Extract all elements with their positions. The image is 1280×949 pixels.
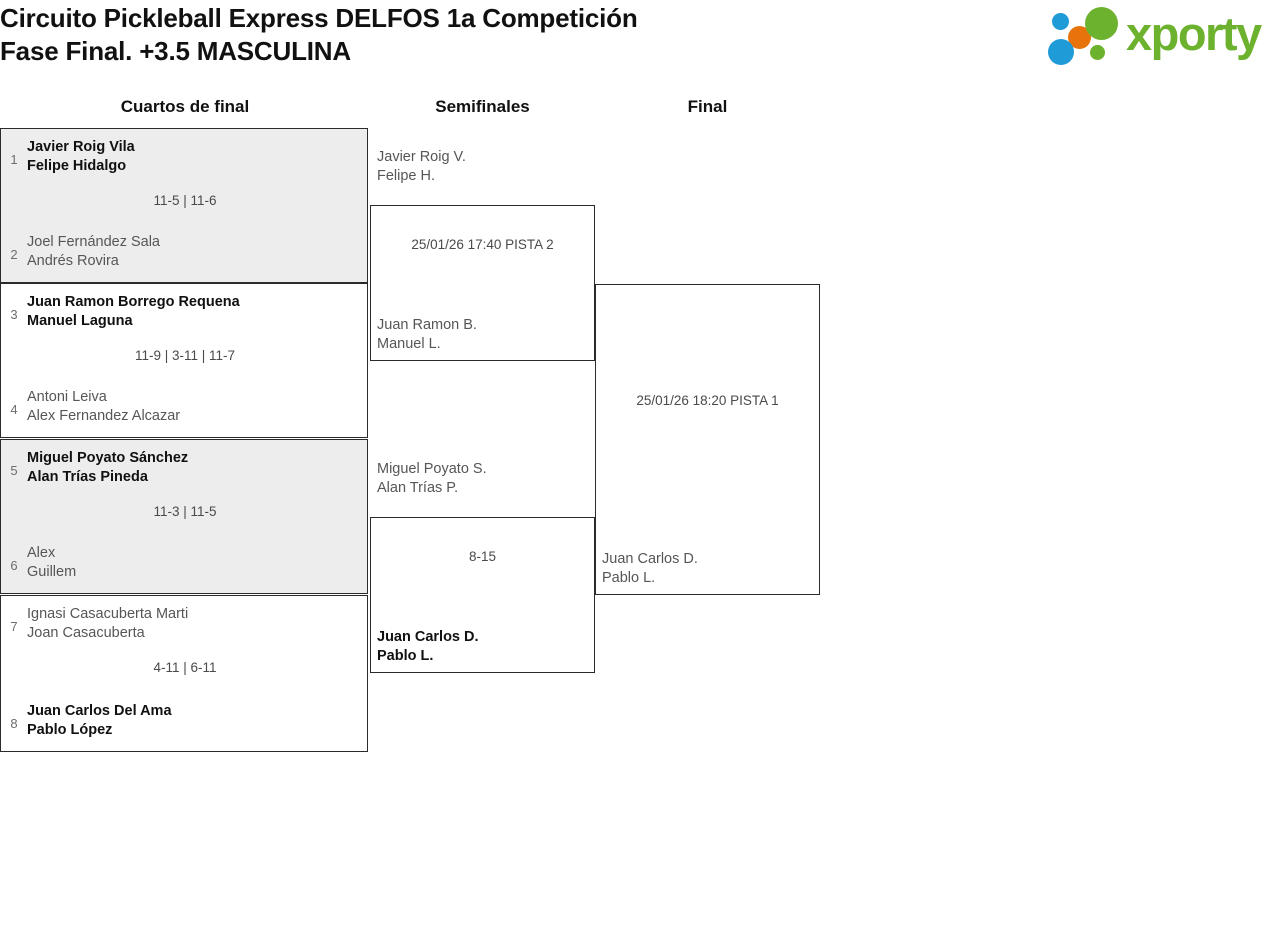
player-name: Juan Ramon Borrego Requena [27, 294, 240, 310]
round-header-quarterfinals: Cuartos de final [120, 97, 250, 116]
match-score: 11-3 | 11-5 [153, 504, 217, 519]
player-name: Guillem [27, 563, 77, 580]
dot-blue-large [1048, 39, 1074, 65]
team-slot[interactable]: 8 Juan Carlos Del Ama Pablo López [1, 702, 361, 744]
player-name: Joan Casacuberta [27, 624, 145, 641]
player-name: Alan Trías Pineda [27, 468, 148, 485]
match-schedule: 25/01/26 17:40 PISTA 2 [411, 237, 554, 252]
dot-blue-small [1052, 13, 1069, 30]
team-slot[interactable]: 6 Alex Guillem [1, 544, 361, 586]
team-slot[interactable]: Juan Carlos D. Pablo L. [602, 550, 817, 587]
seed-number: 8 [10, 715, 18, 731]
player-name: Manuel Laguna [27, 312, 133, 329]
page-header: Circuito Pickleball Express DELFOS 1a Co… [0, 0, 1280, 88]
round-header-final: Final [687, 97, 728, 116]
team-slot[interactable]: Miguel Poyato S. Alan Trías P. [377, 460, 592, 497]
match-score: 4-11 | 6-11 [153, 660, 217, 675]
player-name: Juan Carlos D. [602, 551, 698, 567]
seed-number: 3 [10, 306, 18, 322]
team-names: Juan Carlos Del Ama Pablo López [27, 702, 357, 739]
team-slot[interactable] [602, 227, 817, 246]
player-name: Miguel Poyato S. [377, 461, 487, 477]
player-name: Andrés Rovira [27, 252, 119, 269]
team-names: Antoni Leiva Alex Fernandez Alcazar [27, 388, 357, 425]
player-name: Felipe Hidalgo [27, 157, 127, 174]
team-slot[interactable]: 5 Miguel Poyato Sánchez Alan Trías Pined… [1, 449, 361, 491]
team-names: Ignasi Casacuberta Marti Joan Casacubert… [27, 605, 357, 642]
match-semifinal-2[interactable]: Miguel Poyato S. Alan Trías P. 8-15 Juan… [370, 461, 595, 673]
seed-number: 4 [10, 401, 18, 417]
match-quarterfinal-1[interactable]: 1 Javier Roig Vila Felipe Hidalgo 11-5 |… [0, 128, 368, 283]
player-name: Juan Carlos D. [377, 629, 479, 645]
team-slot[interactable]: 4 Antoni Leiva Alex Fernandez Alcazar [1, 388, 361, 430]
team-names: Miguel Poyato Sánchez Alan Trías Pineda [27, 449, 357, 486]
player-name: Javier Roig Vila [27, 139, 135, 155]
player-name: Antoni Leiva [27, 389, 107, 405]
team-slot[interactable]: 3 Juan Ramon Borrego Requena Manuel Lagu… [1, 293, 361, 335]
logo-wordmark: xporty [1126, 7, 1262, 60]
team-names: Alex Guillem [27, 544, 357, 581]
dot-green-large [1085, 7, 1118, 40]
team-slot[interactable]: Juan Carlos D. Pablo L. [377, 628, 592, 665]
player-name: Juan Carlos Del Ama [27, 703, 172, 719]
match-quarterfinal-2[interactable]: 3 Juan Ramon Borrego Requena Manuel Lagu… [0, 283, 368, 438]
match-semifinal-1[interactable]: Javier Roig V. Felipe H. 25/01/26 17:40 … [370, 149, 595, 361]
team-names: Juan Ramon Borrego Requena Manuel Laguna [27, 293, 357, 330]
player-name: Alex [27, 545, 56, 561]
match-final[interactable]: 25/01/26 18:20 PISTA 1 Juan Carlos D. Pa… [595, 284, 820, 595]
round-header-semifinals: Semifinales [435, 97, 530, 116]
player-name: Joel Fernández Sala [27, 234, 160, 250]
dot-green-small [1090, 45, 1105, 60]
player-name: Pablo L. [377, 647, 434, 664]
seed-number: 6 [10, 557, 18, 573]
match-score: 8-15 [468, 549, 497, 564]
player-name: Juan Ramon B. [377, 317, 477, 333]
seed-number: 1 [10, 151, 18, 167]
player-name: Alex Fernandez Alcazar [27, 407, 181, 424]
player-name: Felipe H. [377, 167, 436, 184]
player-name: Pablo L. [602, 569, 656, 586]
team-slot[interactable]: 7 Ignasi Casacuberta Marti Joan Casacube… [1, 605, 361, 647]
player-name: Alan Trías P. [377, 479, 459, 496]
dot-orange [1068, 26, 1091, 49]
match-schedule: 25/01/26 18:20 PISTA 1 [636, 393, 779, 408]
team-slot[interactable]: 1 Javier Roig Vila Felipe Hidalgo [1, 138, 361, 180]
logo-dots-icon [1048, 5, 1124, 67]
match-score: 11-5 | 11-6 [153, 193, 217, 208]
match-score: 11-9 | 3-11 | 11-7 [134, 348, 236, 363]
team-slot[interactable]: 2 Joel Fernández Sala Andrés Rovira [1, 233, 361, 275]
team-slot[interactable]: Javier Roig V. Felipe H. [377, 148, 592, 185]
player-name: Javier Roig V. [377, 149, 466, 165]
player-name: Miguel Poyato Sánchez [27, 450, 189, 466]
team-names: Javier Roig Vila Felipe Hidalgo [27, 138, 357, 175]
team-names: Joel Fernández Sala Andrés Rovira [27, 233, 357, 270]
player-name: Pablo López [27, 721, 113, 738]
match-quarterfinal-4[interactable]: 7 Ignasi Casacuberta Marti Joan Casacube… [0, 595, 368, 752]
xporty-logo[interactable]: xporty [1048, 5, 1280, 67]
player-name: Manuel L. [377, 335, 441, 352]
team-slot[interactable]: Juan Ramon B. Manuel L. [377, 316, 592, 353]
seed-number: 2 [10, 246, 18, 262]
page-title: Circuito Pickleball Express DELFOS 1a Co… [0, 3, 638, 66]
seed-number: 7 [10, 618, 18, 634]
seed-number: 5 [10, 462, 18, 478]
match-quarterfinal-3[interactable]: 5 Miguel Poyato Sánchez Alan Trías Pined… [0, 439, 368, 594]
player-name: Ignasi Casacuberta Marti [27, 606, 189, 622]
